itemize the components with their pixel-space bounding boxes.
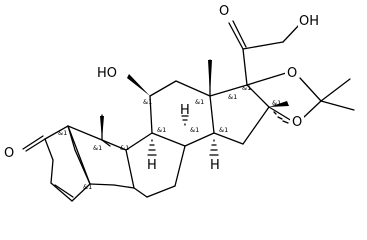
hash-bond <box>147 139 157 156</box>
bond <box>246 84 270 108</box>
bond <box>242 106 270 145</box>
bond <box>125 149 135 189</box>
bond <box>133 187 148 198</box>
hydrogen-label: H <box>147 158 157 173</box>
bond <box>174 145 186 187</box>
bond <box>50 182 73 202</box>
carbonyl-oxygen-label: O <box>4 146 14 161</box>
wedge-bond <box>127 74 150 96</box>
bond <box>101 139 127 151</box>
hydroxyl-label: OH <box>299 14 319 29</box>
ring-oxygen-label: O <box>292 115 302 130</box>
bond <box>149 95 153 134</box>
hydroxyl-label: HO <box>97 66 117 81</box>
stereo-descriptor: &1 <box>228 93 237 101</box>
bond <box>320 100 355 111</box>
carbonyl-oxygen-label: O <box>219 4 229 19</box>
bond <box>89 183 115 186</box>
bond <box>184 132 215 147</box>
hydrogen-label: H <box>210 158 220 173</box>
bond <box>303 100 322 118</box>
bond <box>146 185 176 198</box>
bond <box>54 184 74 198</box>
bond <box>71 183 91 202</box>
hash-bond <box>273 111 289 124</box>
stereo-descriptor: &1 <box>242 84 251 92</box>
bond <box>113 184 135 189</box>
wedge-bond <box>100 116 104 140</box>
bond <box>282 23 301 43</box>
stereo-descriptor: &1 <box>58 129 67 137</box>
bond <box>246 72 287 86</box>
wedge-bond <box>208 60 212 96</box>
bond <box>25 138 46 152</box>
bond <box>299 77 322 102</box>
bond <box>151 132 186 147</box>
stereo-descriptor-layer: &1 &1 &1 &1 &1 &1 &1 &1 &1 &1 &1 &1 <box>58 84 281 191</box>
bond <box>50 159 54 184</box>
bond <box>228 22 244 50</box>
stereo-bond-layer <box>100 60 289 156</box>
stereo-descriptor: &1 <box>195 98 204 106</box>
bond <box>213 132 244 145</box>
stereo-descriptor: &1 <box>93 144 102 152</box>
bond <box>320 78 351 102</box>
stereo-descriptor: &1 <box>190 126 199 134</box>
bond <box>209 95 215 134</box>
atom-label-layer: OH O HO O O O H H H <box>2 3 328 173</box>
structure-canvas: OH O HO O O O H H H &1 &1 &1 &1 &1 &1 &1… <box>2 3 355 202</box>
bond <box>67 125 103 141</box>
bond <box>209 84 248 97</box>
molecule-structure: OH O HO O O O H H H &1 &1 &1 &1 &1 &1 &1… <box>2 3 355 202</box>
bond <box>268 106 293 122</box>
stereo-descriptor: &1 <box>157 126 166 134</box>
bond <box>242 48 248 86</box>
bond <box>44 138 54 161</box>
stereo-descriptor: &1 <box>143 98 152 106</box>
stereo-descriptor: &1 <box>272 99 281 107</box>
wedge-bond <box>269 101 289 107</box>
bond <box>175 80 211 97</box>
bond <box>242 41 284 50</box>
bond <box>125 132 153 151</box>
ring-oxygen-label: O <box>287 66 297 81</box>
hash-bond <box>209 139 219 156</box>
bond <box>44 125 69 140</box>
bond <box>22 135 44 150</box>
stereo-descriptor: &1 <box>120 144 129 152</box>
hash-bond <box>181 115 189 126</box>
bond <box>232 20 247 48</box>
stereo-descriptor: &1 <box>83 183 92 191</box>
hydrogen-label: H <box>180 103 190 118</box>
bond <box>67 125 91 185</box>
bond <box>149 80 177 97</box>
stereo-descriptor: &1 <box>219 126 228 134</box>
